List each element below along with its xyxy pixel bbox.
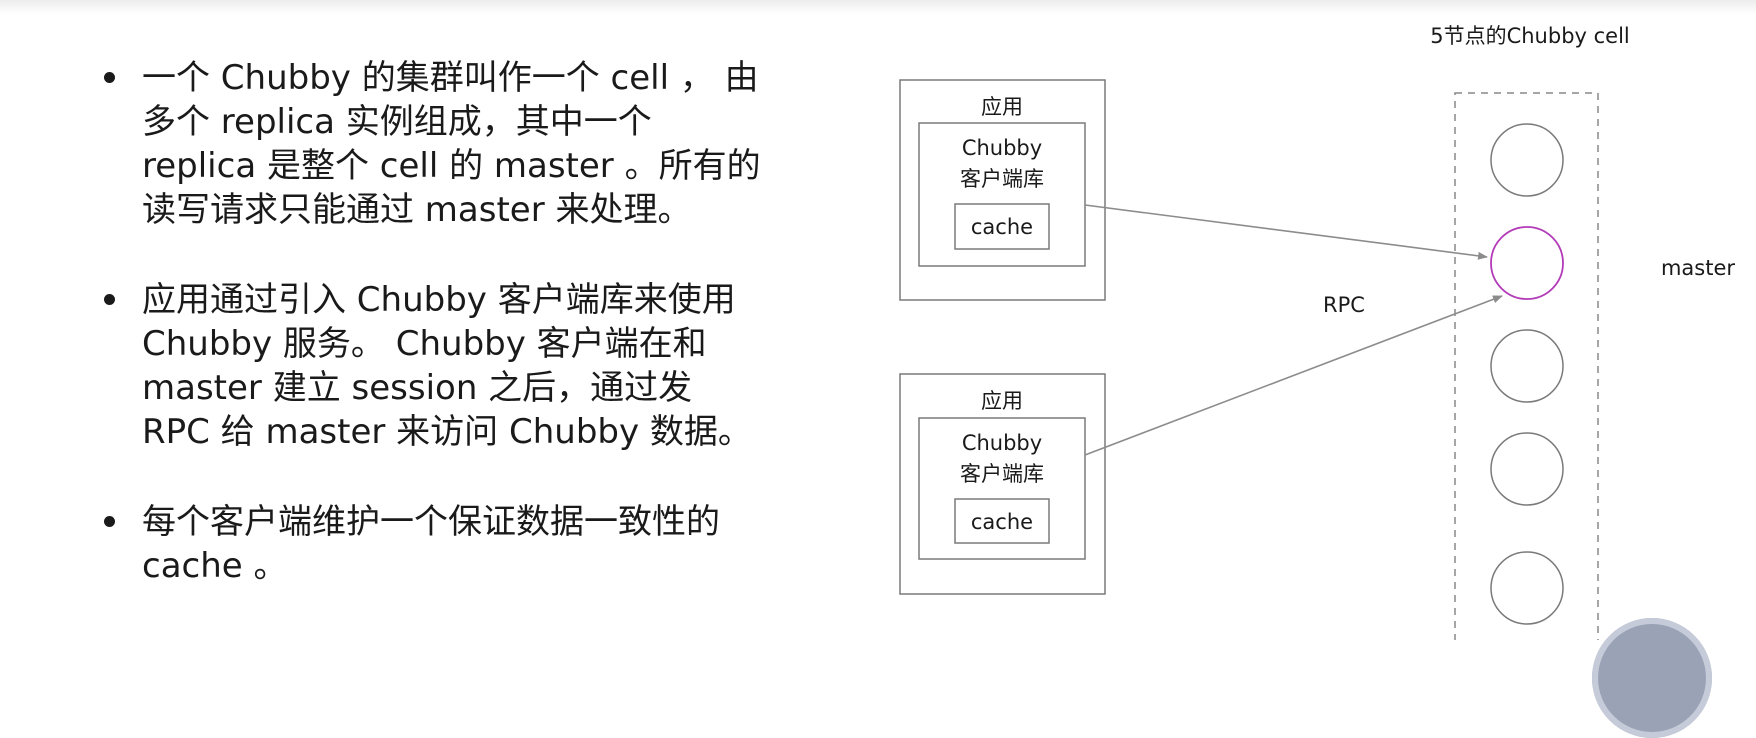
client-library-label: 客户端库	[960, 462, 1044, 486]
presenter-avatar	[1592, 618, 1712, 738]
client-library-label: Chubby	[962, 136, 1042, 160]
bullet-line: Chubby 服务。 Chubby 客户端在和	[142, 324, 707, 364]
client-library-label: Chubby	[962, 431, 1042, 455]
bullet-line: 一个 Chubby 的集群叫作一个 cell ， 由	[142, 58, 759, 98]
chubby-cell-diagram: 5节点的Chubby cell master 应用 Chubby 客户端库 ca…	[899, 24, 1735, 640]
rpc-arrow	[1084, 295, 1503, 456]
client-library-label: 客户端库	[960, 167, 1044, 191]
bullet-line: cache 。	[142, 546, 288, 586]
master-label: master	[1661, 256, 1735, 280]
replica-node	[1490, 432, 1564, 506]
app-label: 应用	[981, 95, 1023, 119]
bullet-line: 多个 replica 实例组成，其中一个	[142, 102, 652, 142]
cache-label: cache	[971, 510, 1033, 534]
replica-node	[1490, 329, 1564, 403]
bullet-line: 读写请求只能通过 master 来处理。	[142, 190, 692, 230]
cache-label: cache	[971, 215, 1033, 239]
app-label: 应用	[981, 389, 1023, 413]
replica-node	[1490, 551, 1564, 625]
bullet-line: master 建立 session 之后，通过发	[142, 368, 693, 408]
bullet-list: 一个 Chubby 的集群叫作一个 cell ， 由 多个 replica 实例…	[100, 56, 820, 634]
rpc-label: RPC	[1323, 293, 1365, 317]
bullet-dot-icon	[104, 516, 115, 527]
cache-box	[954, 498, 1050, 544]
bullet-line: replica 是整个 cell 的 master 。所有的	[142, 146, 761, 186]
cache-box	[954, 203, 1050, 250]
bullet-dot-icon	[104, 72, 115, 83]
bullet-line: 每个客户端维护一个保证数据一致性的	[142, 502, 720, 542]
bullet-item: 一个 Chubby 的集群叫作一个 cell ， 由 多个 replica 实例…	[100, 56, 820, 232]
bullet-item: 应用通过引入 Chubby 客户端库来使用 Chubby 服务。 Chubby …	[100, 278, 820, 454]
cell-boundary	[1454, 92, 1599, 640]
replica-node	[1490, 123, 1564, 197]
bullet-item: 每个客户端维护一个保证数据一致性的 cache 。	[100, 500, 820, 588]
bullet-line: RPC 给 master 来访问 Chubby 数据。	[142, 412, 752, 452]
bullet-dot-icon	[104, 294, 115, 305]
top-shade	[0, 0, 1756, 14]
cell-label: 5节点的Chubby cell	[1430, 24, 1630, 48]
master-node	[1490, 226, 1564, 300]
bullet-line: 应用通过引入 Chubby 客户端库来使用	[142, 280, 736, 320]
rpc-arrow	[1084, 204, 1488, 260]
